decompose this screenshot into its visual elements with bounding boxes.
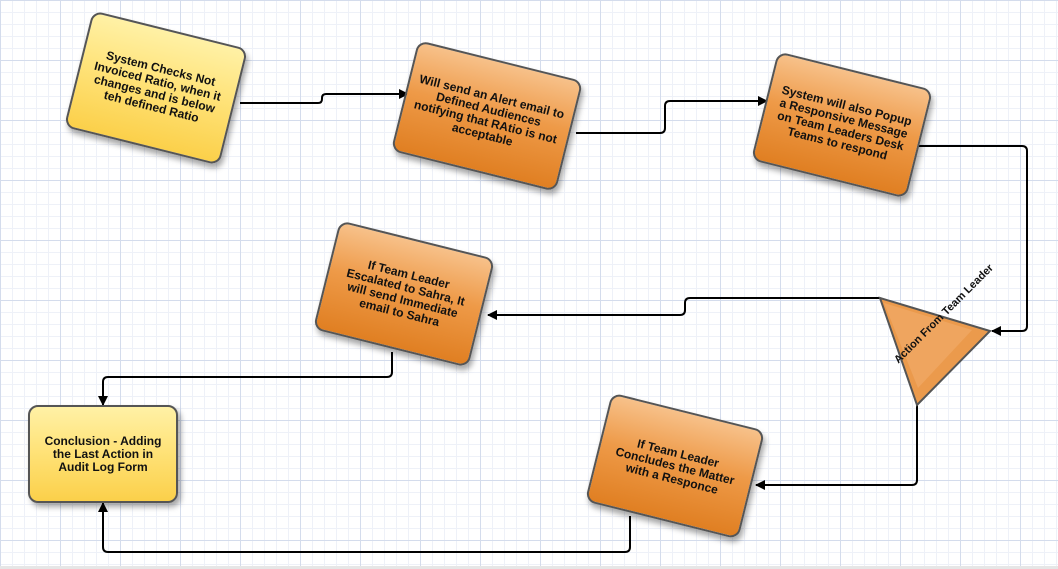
decision-triangle-highlight — [884, 303, 972, 388]
node-conclusion-text: Conclusion - Adding the Last Action in A… — [44, 433, 162, 474]
node-conclusion[interactable]: Conclusion - Adding the Last Action in A… — [28, 405, 178, 503]
connector-decision-4 — [487, 297, 880, 320]
page-footer-line — [0, 566, 1058, 569]
connector-2-3 — [576, 96, 768, 134]
node-popup-message-text: System will also Popup a Responsive Mess… — [775, 82, 914, 163]
connector-3-decision — [918, 145, 1028, 336]
node-alert-email-text: Will send an Alert email to Defined Audi… — [412, 71, 566, 149]
node-system-checks-text: System Checks Not Invoiced Ratio, when i… — [92, 48, 223, 126]
node-conclude-matter-text: If Team Leader Concludes the Matter with… — [614, 435, 737, 497]
node-escalation-text: If Team Leader Escalated to Sahra, It wi… — [345, 257, 467, 330]
connector-4-6 — [98, 352, 393, 406]
connector-5-6 — [98, 502, 631, 553]
connector-decision-5 — [755, 405, 918, 490]
connector-1-2 — [240, 89, 409, 104]
